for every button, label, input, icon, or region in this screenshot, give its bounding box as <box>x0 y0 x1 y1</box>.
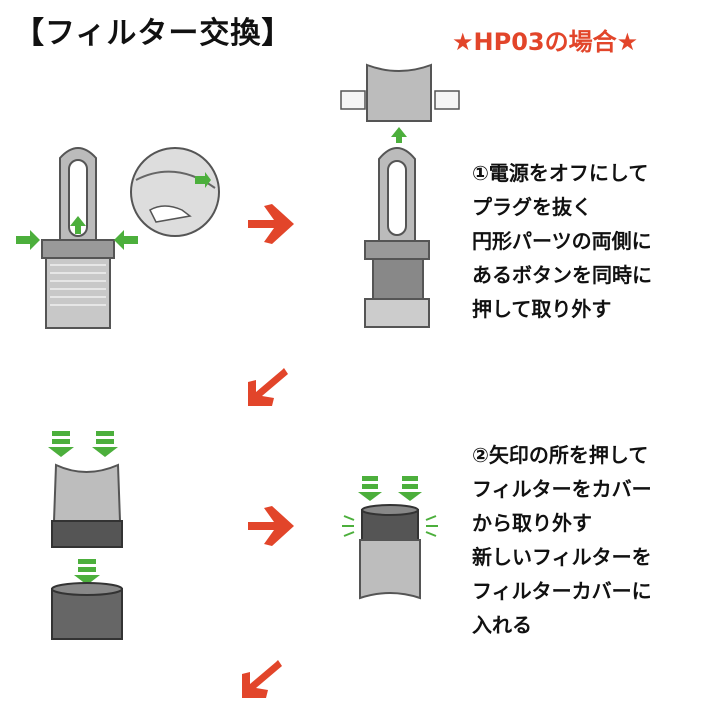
purifier-removed-illustration <box>340 63 460 328</box>
step-2-line: 入れる <box>472 613 532 637</box>
right-arrow-icon <box>248 204 294 244</box>
model-badge: ★HP03の場合★ <box>452 28 639 56</box>
filter-removal-illustration <box>342 476 438 600</box>
down-left-arrow-icon <box>242 660 282 698</box>
step-1-text: ①電源をオフにして プラグを抜く 円形パーツの両側に あるボタンを同時に 押して… <box>472 156 652 326</box>
page-title: 【フィルター交換】 <box>14 16 293 51</box>
step-2-text: ②矢印の所を押して フィルターをカバー から取り外す 新しいフィルターを フィル… <box>472 438 652 642</box>
filter-cover-illustration <box>48 431 123 640</box>
step-1-line: あるボタンを同時に <box>472 263 652 287</box>
down-left-arrow-icon <box>248 368 288 406</box>
right-arrow-icon <box>248 506 294 546</box>
step-1-line: 押して取り外す <box>472 297 612 321</box>
step-1-line: ①電源をオフにして <box>472 161 649 185</box>
step-2-line: から取り外す <box>472 511 592 535</box>
step-1-line: 円形パーツの両側に <box>472 229 652 253</box>
step-1-line: プラグを抜く <box>472 195 592 219</box>
step-2-line: フィルターをカバー <box>472 477 652 501</box>
step-2-line: 新しいフィルターを <box>472 545 652 569</box>
purifier-buttons-illustration <box>16 147 220 329</box>
step-2-line: ②矢印の所を押して <box>472 443 649 467</box>
step-2-line: フィルターカバーに <box>472 579 652 603</box>
